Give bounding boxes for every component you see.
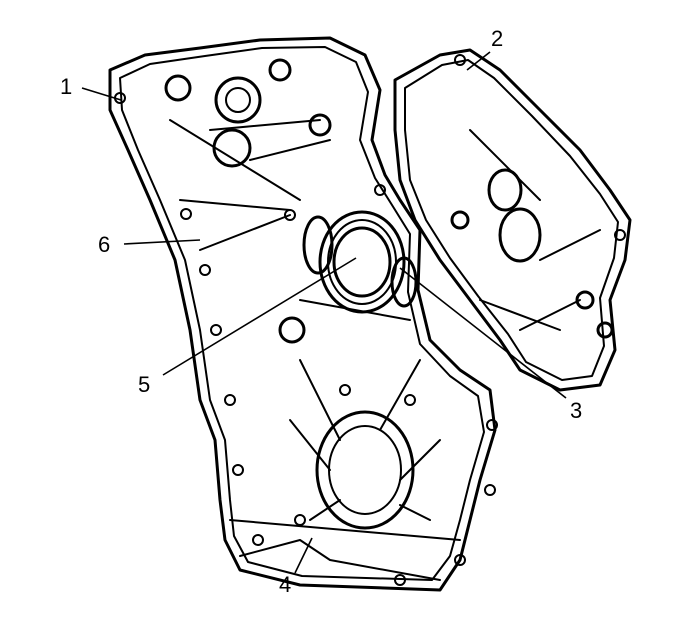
callout-1: 1 <box>60 74 73 99</box>
callout-3: 3 <box>570 398 583 423</box>
leader-2 <box>466 51 491 71</box>
leader-3 <box>399 267 567 399</box>
leader-6 <box>123 239 201 245</box>
leader-4 <box>294 537 313 574</box>
callout-6: 6 <box>98 232 111 257</box>
lower-opening <box>315 410 415 530</box>
secondary-cover-outline <box>393 48 632 392</box>
leader-1 <box>81 87 122 101</box>
callout-2: 2 <box>491 26 504 51</box>
callout-5: 5 <box>138 372 151 397</box>
main-cover-outline <box>108 36 497 592</box>
leader-lines <box>81 51 567 574</box>
callout-4: 4 <box>279 572 292 597</box>
leader-5 <box>162 257 357 376</box>
front-seal-inner <box>332 226 392 298</box>
